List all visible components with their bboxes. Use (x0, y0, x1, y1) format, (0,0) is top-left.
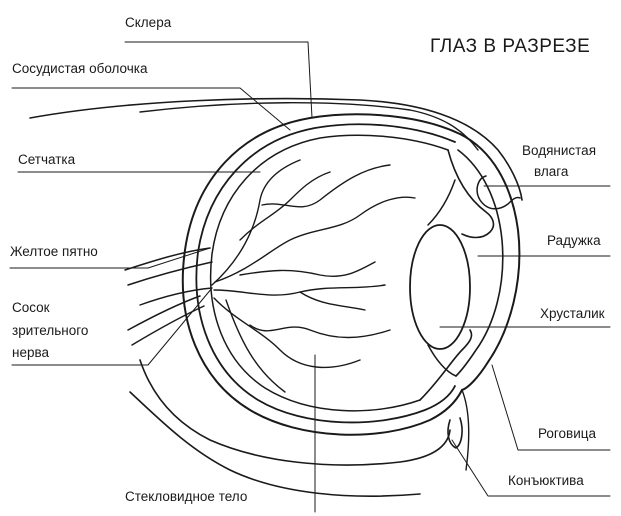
label-optic-disc-line1: Сосок (12, 299, 50, 316)
label-conjunctiva: Конъюктива (508, 472, 584, 489)
cornea-inner (456, 150, 503, 376)
label-optic-disc-line2: зрительного (12, 322, 88, 339)
sclera-wall (183, 114, 462, 434)
retinal-vessel (240, 262, 375, 276)
retinal-vessel (212, 160, 300, 285)
label-choroid: Сосудистая оболочка (12, 60, 148, 77)
retinal-vessel (240, 172, 330, 240)
iris-upper (448, 150, 493, 238)
retina-wall (211, 135, 448, 411)
retinal-vessel (215, 197, 415, 282)
leader-sclera (125, 42, 312, 118)
lower-orbit-contour (140, 360, 450, 465)
leader-choroid (12, 88, 290, 130)
label-cornea: Роговица (538, 425, 596, 442)
label-sclera: Склера (125, 14, 171, 31)
retinal-vessel (300, 292, 365, 310)
ciliary-upper (428, 180, 455, 225)
label-macula: Желтое пятно (10, 243, 98, 260)
label-retina: Сетчатка (18, 151, 75, 168)
label-iris: Радужка (547, 232, 601, 249)
retinal-vessel (214, 285, 385, 295)
label-optic-disc-line3: нерва (12, 344, 49, 361)
diagram-title: ГЛАЗ В РАЗРЕЗЕ (430, 36, 590, 58)
cornea (460, 134, 519, 390)
label-aqueous-line1: Водянистая (522, 142, 596, 159)
retinal-vessel (262, 165, 390, 207)
label-vitreous: Стекловидное тело (125, 488, 247, 505)
label-lens: Хрусталик (540, 305, 605, 322)
label-aqueous-line2: влага (534, 163, 568, 180)
retinal-vessel (214, 298, 360, 367)
lens (410, 225, 470, 349)
optic-nerve-center (140, 288, 212, 305)
retinal-vessel (250, 325, 390, 338)
